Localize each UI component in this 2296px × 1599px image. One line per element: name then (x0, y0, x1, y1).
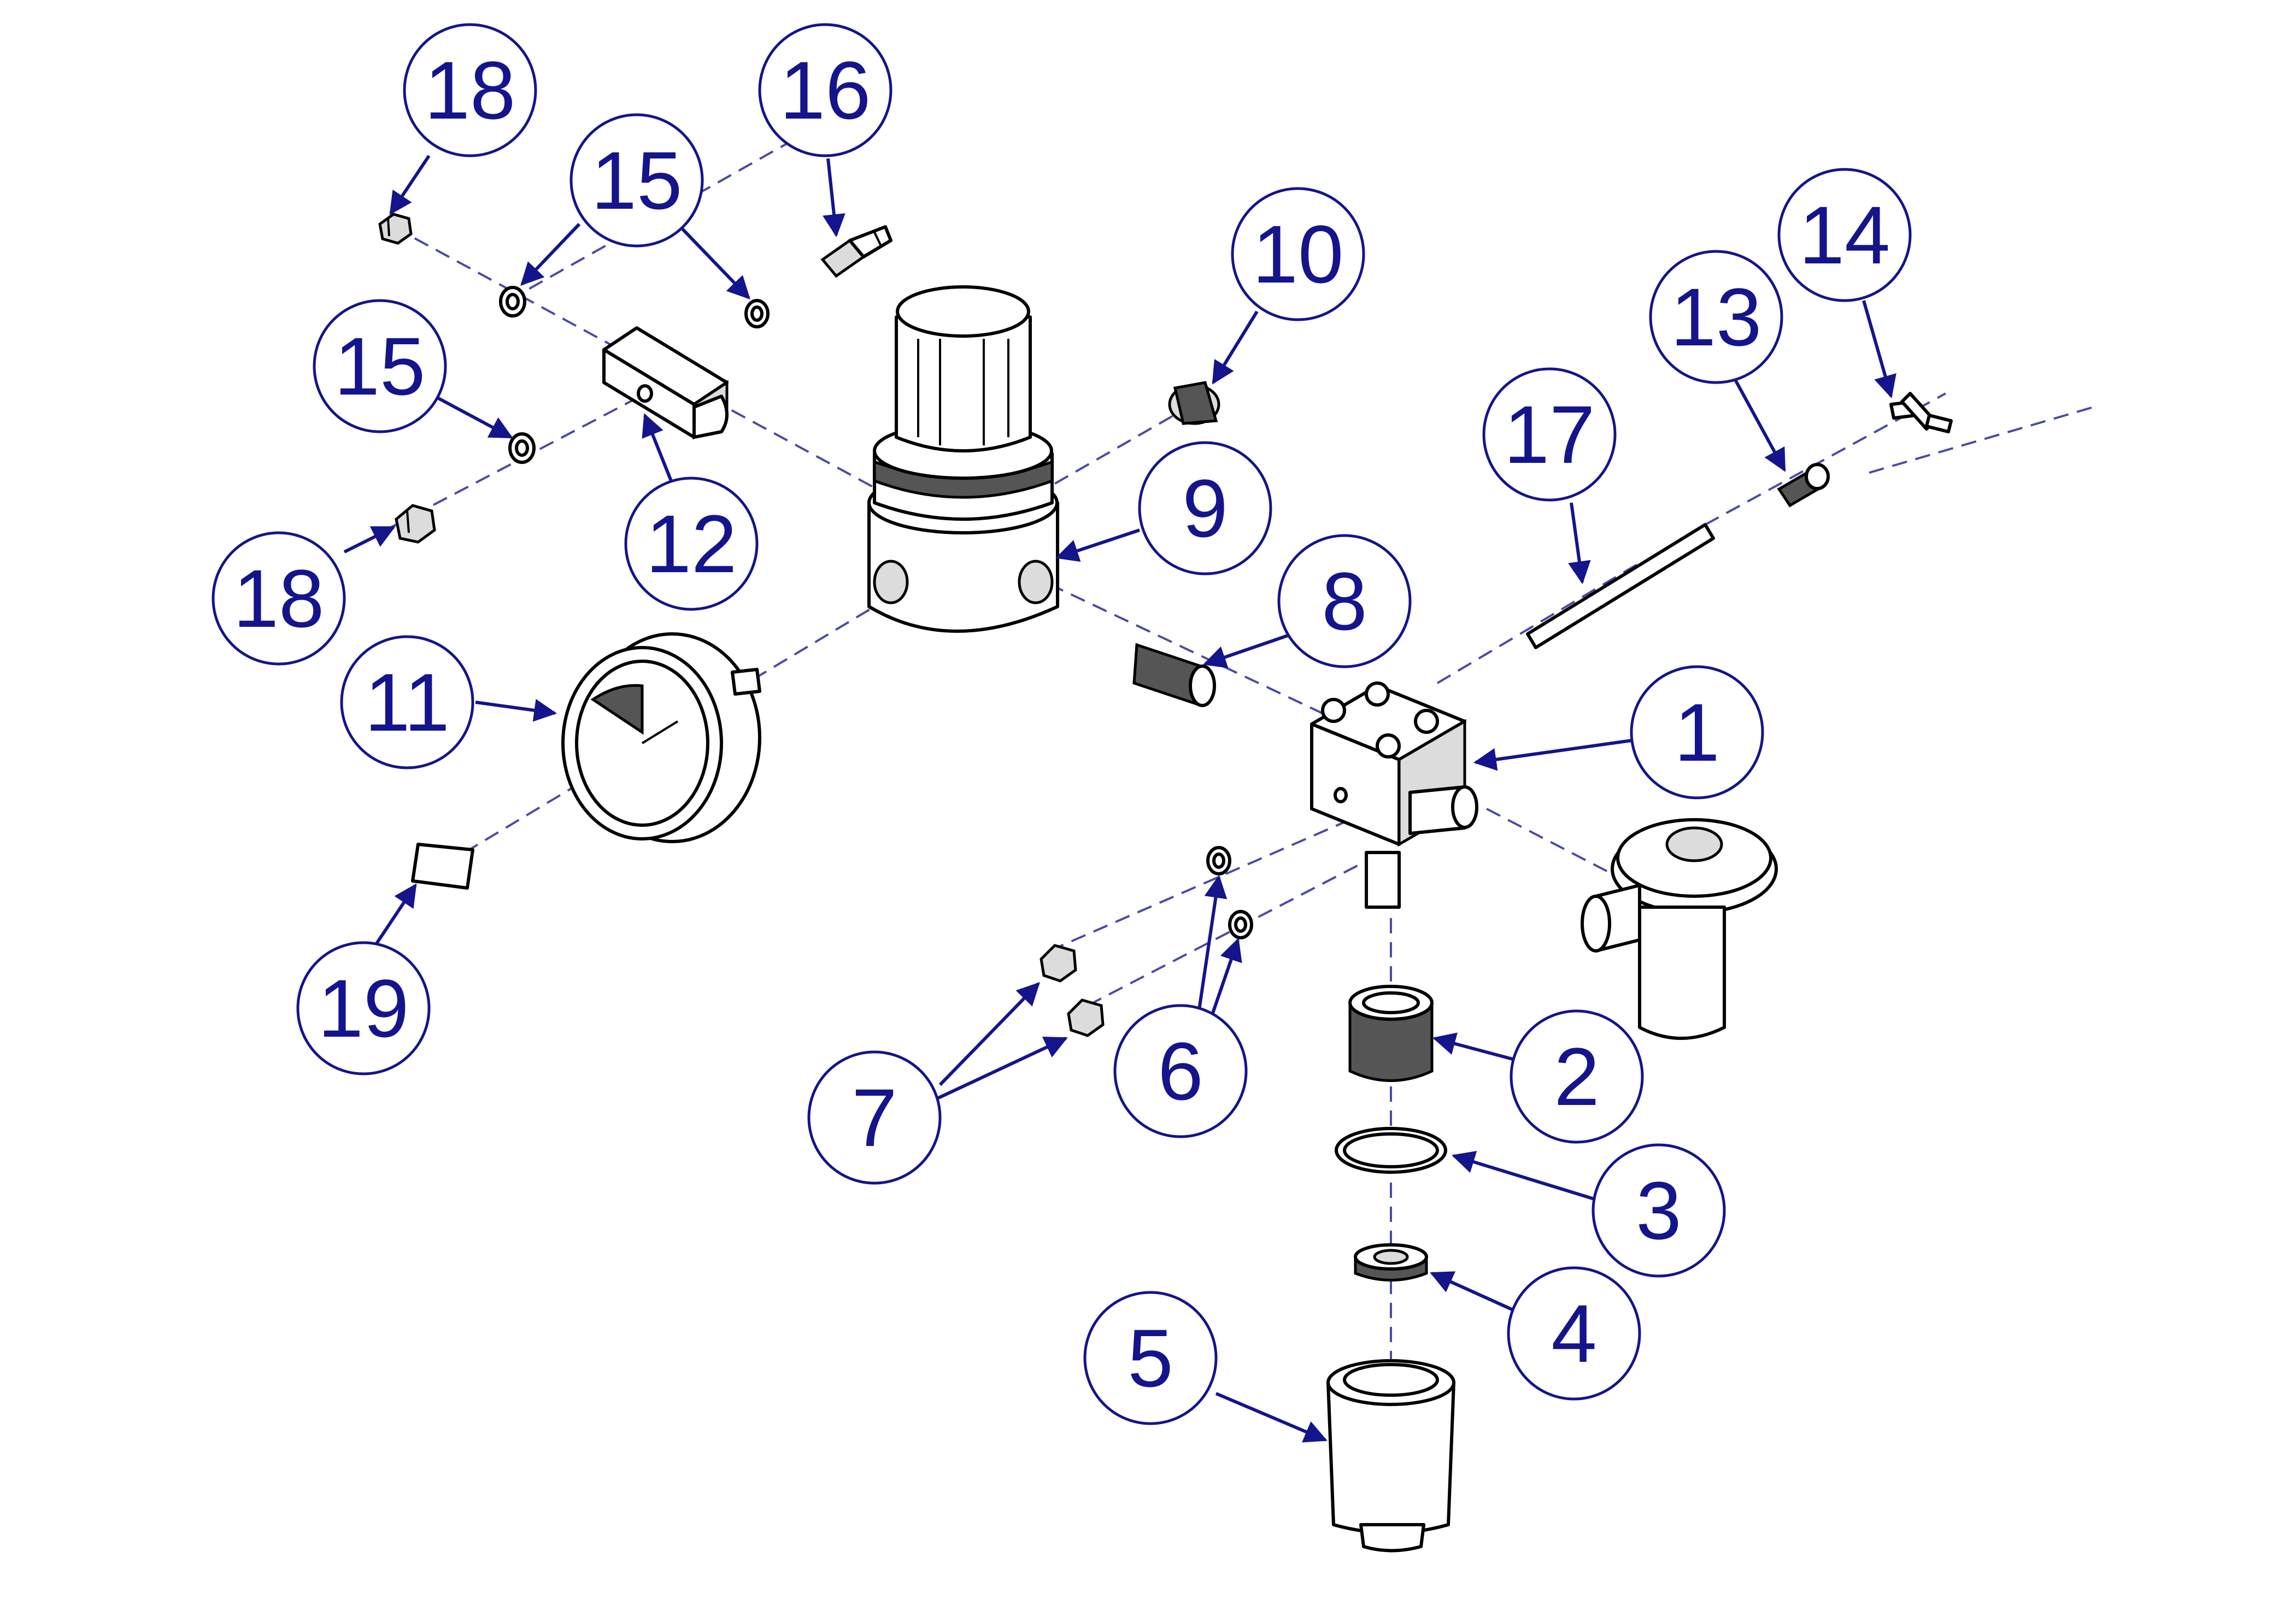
callout-label: 11 (365, 656, 450, 748)
tube-17 (1526, 523, 1715, 649)
pressure-gauge-11 (561, 632, 761, 843)
filter-bowl-5 (1326, 1359, 1455, 1553)
callout-6: 6 (1113, 1004, 1248, 1138)
oring-3 (1335, 1127, 1447, 1174)
tee-block-12 (602, 326, 729, 440)
oring-15-left (508, 432, 536, 464)
fitting-13 (1777, 463, 1830, 508)
plug-7-lower (1067, 998, 1105, 1037)
oring-6-lower (1228, 910, 1253, 939)
callout-label: 7 (852, 1072, 897, 1163)
callout-label: 18 (233, 552, 325, 644)
callout-label: 14 (1799, 189, 1890, 281)
callout-label: 9 (1182, 462, 1228, 554)
leader-lines (343, 155, 1896, 1443)
callout-label: 15 (591, 134, 683, 226)
callout-9: 9 (1138, 441, 1272, 575)
callout-7: 7 (807, 1050, 942, 1185)
callout-label: 2 (1554, 1031, 1599, 1122)
plug-18-top (378, 213, 413, 245)
callout-label: 6 (1158, 1025, 1203, 1117)
oring-15-top-left (499, 286, 526, 318)
callout-label: 13 (1671, 271, 1762, 363)
label-plate-19 (411, 843, 474, 890)
knurled-nut-2 (1348, 985, 1434, 1082)
callout-5: 5 (1083, 1291, 1218, 1425)
callout-10: 10 (1231, 187, 1365, 321)
callout-17: 17 (1482, 367, 1617, 502)
shutoff-valve (1581, 818, 1778, 1040)
callout-14: 14 (1777, 168, 1912, 302)
callout-label: 3 (1636, 1165, 1681, 1256)
callout-12: 12 (624, 477, 759, 611)
callout-label: 16 (780, 44, 871, 136)
callout-15-left: 15 (313, 299, 447, 433)
nut-4 (1354, 1243, 1428, 1281)
callout-label: 1 (1674, 686, 1719, 778)
callout-18-left: 18 (212, 531, 346, 666)
fitting-16 (820, 225, 892, 278)
plug-10 (1168, 381, 1220, 425)
nipple-8 (1132, 643, 1216, 707)
callout-19: 19 (296, 941, 431, 1075)
callout-label: 8 (1322, 555, 1367, 647)
callout-label: 18 (425, 44, 516, 136)
callout-label: 5 (1128, 1312, 1173, 1404)
barb-tee-14 (1889, 392, 1953, 433)
plug-7-upper (1040, 944, 1077, 983)
plug-18-left (395, 504, 436, 544)
callout-label: 15 (334, 320, 426, 412)
callout-label: 4 (1551, 1288, 1596, 1379)
callout-label: 10 (1253, 208, 1344, 300)
callout-1: 1 (1630, 665, 1764, 799)
callout-16: 16 (758, 23, 892, 157)
callout-18-top: 18 (403, 23, 537, 157)
callout-11: 11 (340, 635, 474, 769)
oring-15-top-right (744, 299, 770, 328)
callout-label: 17 (1504, 389, 1595, 480)
callout-3: 3 (1592, 1143, 1726, 1278)
callout-label: 19 (318, 962, 409, 1054)
callout-2: 2 (1510, 1009, 1644, 1144)
callout-label: 12 (646, 498, 737, 590)
regulator-9 (867, 285, 1059, 633)
callout-15-top: 15 (569, 113, 704, 248)
callout-13: 13 (1649, 250, 1783, 384)
callout-8: 8 (1277, 534, 1412, 668)
valve-body-1 (1310, 681, 1478, 909)
callout-4: 4 (1507, 1266, 1641, 1401)
oring-6-upper (1206, 846, 1231, 875)
